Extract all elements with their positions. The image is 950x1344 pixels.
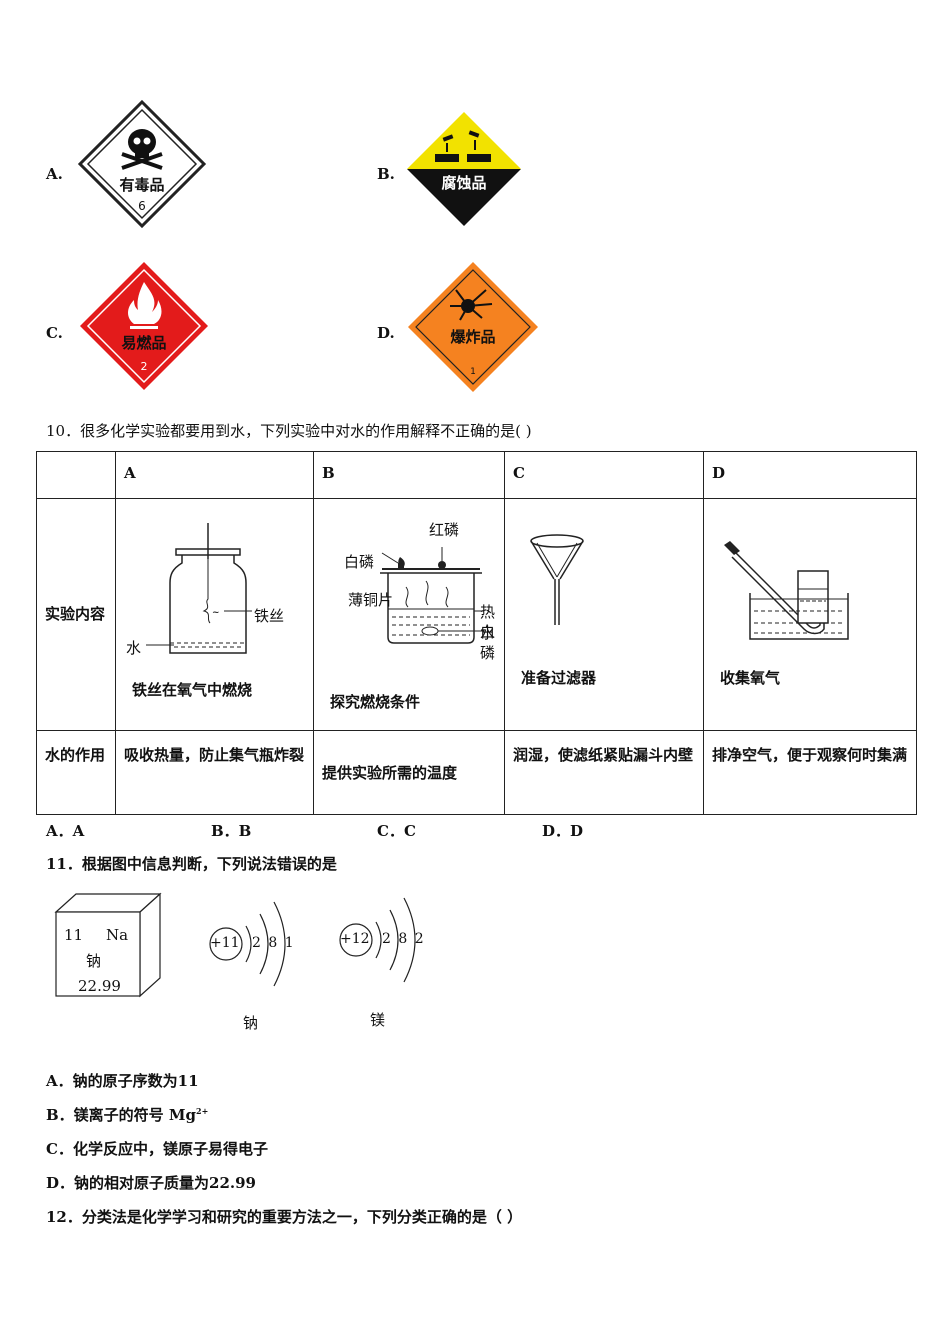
exp-d-caption: 收集氧气: [720, 669, 781, 687]
tile-mass: 22.99: [78, 977, 121, 995]
exp-c-caption: 准备过滤器: [521, 669, 597, 687]
role-d: 排净空气，便于观察何时集满: [703, 730, 917, 815]
row-label-role: 水的作用: [36, 730, 116, 815]
q10-answer-a[interactable]: A．A: [46, 822, 85, 840]
header-d: D: [703, 451, 917, 499]
exp-a-caption: 铁丝在氧气中燃烧: [132, 681, 253, 699]
toxic-class-number: 6: [138, 199, 146, 213]
q11-stem: 11．根据图中信息判断，下列说法错误的是: [46, 855, 337, 873]
flammable-hazard-sign: 易燃品 2: [80, 262, 208, 390]
table-row-experiment: 实验内容 ~ 铁丝 水 铁丝在氧气中燃烧: [36, 498, 917, 731]
corrosion-icon: [435, 130, 491, 162]
option-c-letter: C.: [46, 324, 63, 342]
tile-symbol: Na: [106, 926, 129, 944]
mg-atom-name: 镁: [370, 1011, 386, 1029]
flame-icon: [128, 282, 162, 324]
funnel-diagram: [530, 534, 584, 625]
magnesium-atom-diagram: [339, 897, 416, 983]
q10-stem: 10．很多化学实验都要用到水，下列实验中对水的作用解释不正确的是( ): [46, 422, 532, 440]
sodium-atom-diagram: [209, 901, 286, 987]
label-red-phosphorus: 红磷: [429, 521, 460, 539]
q12-stem: 12．分类法是化学学习和研究的重要方法之一，下列分类正确的是（ ）: [46, 1208, 523, 1226]
q10-answer-b[interactable]: B．B: [211, 822, 252, 840]
tile-name: 钠: [86, 952, 102, 970]
explosive-hazard-sign: 爆炸品 1: [408, 262, 538, 392]
q11-option-d[interactable]: D．钠的相对原子质量为22.99: [46, 1174, 256, 1192]
exp-b-caption: 探究燃烧条件: [330, 693, 421, 711]
tile-atomic-number: 11: [64, 926, 84, 944]
skull-icon: [121, 129, 163, 170]
header-empty: [36, 451, 116, 499]
header-c: C: [504, 451, 704, 499]
role-c: 润湿，使滤纸紧贴漏斗内壁: [504, 730, 704, 815]
mg-nucleus-charge: +12: [340, 931, 370, 947]
q11-option-c[interactable]: C．化学反应中，镁原子易得电子: [46, 1140, 268, 1158]
corrosive-hazard-sign: 腐蚀品: [407, 112, 521, 226]
q10-answer-c[interactable]: C．C: [377, 822, 416, 840]
header-b: B: [313, 451, 505, 499]
role-b: 提供实验所需的温度: [313, 730, 505, 815]
table-header-row: A B C D: [36, 451, 917, 499]
na-electron-shells: 2 8 1: [252, 935, 294, 951]
svg-text:~: ~: [212, 608, 220, 618]
label-white-phosphorus: 白磷: [344, 553, 375, 571]
cell-exp-a: ~ 铁丝 水 铁丝在氧气中燃烧: [115, 498, 314, 731]
label-iron-wire: 铁丝: [254, 607, 285, 625]
q10-answer-d[interactable]: D．D: [542, 822, 584, 840]
explosive-class-number: 1: [470, 367, 476, 377]
option-b-letter: B.: [377, 165, 395, 183]
toxic-hazard-sign: 有毒品 6: [77, 99, 207, 229]
corrosive-label: 腐蚀品: [441, 174, 486, 192]
mg-electron-shells: 2 8 2: [382, 931, 424, 947]
q11-option-b[interactable]: B．镁离子的符号 Mg2+: [46, 1106, 209, 1124]
explosion-icon: [450, 289, 493, 321]
q10-table: A B C D 实验内容 ~ 铁丝 水 铁丝在氧气中: [36, 451, 917, 815]
q11-option-a[interactable]: A．钠的原子序数为11: [46, 1072, 199, 1090]
combustion-conditions-diagram: [380, 547, 484, 644]
iron-burning-diagram: ~: [146, 523, 252, 654]
flammable-label: 易燃品: [121, 334, 166, 352]
header-a: A: [115, 451, 314, 499]
mg-charge-superscript: 2+: [196, 1106, 209, 1116]
cell-exp-c: 准备过滤器: [504, 498, 704, 731]
gas-collection-diagram: [724, 541, 849, 640]
na-atom-name: 钠: [243, 1014, 259, 1032]
label-hot-water: 热水: [480, 603, 496, 642]
toxic-label: 有毒品: [119, 176, 164, 194]
cell-exp-d: 收集氧气: [703, 498, 917, 731]
label-white-phosphorus-2: 白磷: [480, 623, 496, 662]
option-a-letter: A.: [46, 165, 63, 183]
flammable-class-number: 2: [141, 360, 148, 373]
row-label-experiment: 实验内容: [36, 498, 116, 731]
na-nucleus-charge: +11: [210, 935, 240, 951]
label-copper-sheet: 薄铜片: [348, 591, 394, 609]
table-row-role: 水的作用 吸收热量，防止集气瓶炸裂 提供实验所需的温度 润湿，使滤纸紧贴漏斗内壁…: [36, 730, 917, 815]
cell-exp-b: 红磷 白磷 薄铜片 热水 白磷 探究燃烧条件: [313, 498, 505, 731]
explosive-label: 爆炸品: [450, 328, 495, 346]
option-d-letter: D.: [377, 324, 395, 342]
label-water: 水: [126, 639, 142, 657]
role-a: 吸收热量，防止集气瓶炸裂: [115, 730, 314, 815]
sodium-element-tile: [54, 892, 162, 998]
